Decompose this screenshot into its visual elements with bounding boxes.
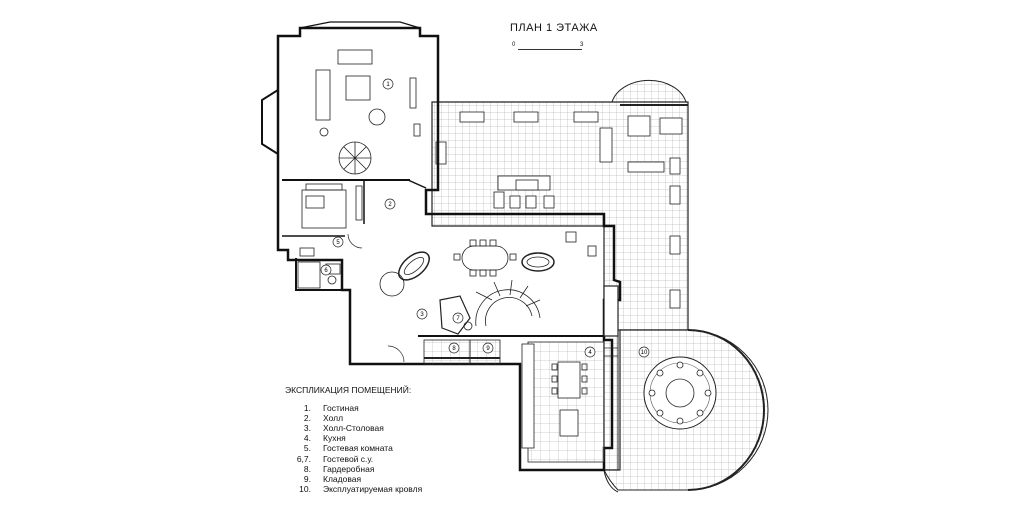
legend-item: 10. Эксплуатируемая кровля [285, 484, 422, 494]
legend-item: 4. Кухня [285, 433, 422, 443]
legend-item-number: 2. [303, 413, 311, 424]
legend-item-name: Гостевой с.у. [323, 453, 374, 464]
legend-item: 5. Гостевая комната [285, 443, 422, 453]
building [261, 21, 622, 472]
scale-line [518, 49, 582, 50]
legend-item-number: 4. [303, 433, 311, 444]
legend-item-number: 6,7. [296, 453, 311, 464]
terrace [431, 79, 769, 493]
room-marker-2-label: 2 [388, 202, 392, 208]
room-marker-1-label: 1 [386, 82, 390, 88]
legend-item-name: Кухня [323, 433, 346, 444]
legend-item-name: Кладовая [323, 473, 362, 484]
scale-end-label: 3 [580, 42, 584, 48]
room-marker-10-label: 10 [641, 350, 648, 356]
legend-item-number: 3. [303, 423, 311, 434]
room-marker-9: 9 [482, 342, 494, 354]
legend-item: 2. Холл [285, 413, 422, 423]
room-marker-7: 7 [452, 312, 464, 324]
legend-item-name: Гардеробная [323, 463, 375, 474]
room-marker-4: 4 [584, 346, 596, 358]
legend-item-name: Гостевая комната [323, 443, 393, 454]
room-marker-3: 3 [416, 308, 428, 320]
legend-item: 1. Гостиная [285, 403, 422, 413]
room-legend: ЭКСПЛИКАЦИЯ ПОМЕЩЕНИЙ: 1. Гостиная 2. Холл… [285, 385, 422, 494]
room-marker-1: 1 [382, 78, 394, 90]
room-marker-6-label: 6 [324, 268, 328, 274]
legend-item: 6,7. Гостевой с.у. [285, 454, 422, 464]
legend-item-number: 1. [303, 403, 311, 414]
legend-item: 3. Холл-Столовая [285, 423, 422, 433]
legend-title: ЭКСПЛИКАЦИЯ ПОМЕЩЕНИЙ: [285, 385, 412, 395]
room-marker-7-label: 7 [456, 316, 460, 322]
room-marker-2: 2 [384, 198, 396, 210]
legend-item-number: 8. [303, 463, 311, 474]
legend-item-number: 5. [303, 443, 311, 454]
room-marker-3-label: 3 [420, 312, 424, 318]
legend-item-name: Эксплуатируемая кровля [323, 483, 423, 494]
room-marker-5: 5 [332, 236, 344, 248]
legend-item-number: 9. [303, 473, 311, 484]
legend-item-number: 10. [299, 483, 311, 494]
scale-start-label: 0 [512, 42, 516, 48]
room-marker-9-label: 9 [486, 346, 490, 352]
legend-item: 9. Кладовая [285, 474, 422, 484]
scale-bar: 0 3 [508, 42, 588, 54]
room-marker-8: 8 [448, 342, 460, 354]
room-marker-10: 10 [638, 346, 650, 358]
legend-item-name: Холл-Столовая [323, 423, 384, 434]
legend-item: 8. Гардеробная [285, 464, 422, 474]
room-marker-8-label: 8 [452, 346, 456, 352]
room-marker-6: 6 [320, 264, 332, 276]
room-marker-4-label: 4 [588, 350, 592, 356]
plan-title: ПЛАН 1 ЭТАЖА [510, 22, 598, 34]
room-markers: 1 2 3 4 5 6 7 8 9 10 [320, 78, 650, 358]
interior [297, 49, 619, 463]
legend-item-name: Холл [323, 413, 344, 424]
room-marker-5-label: 5 [336, 240, 340, 246]
legend-item-name: Гостиная [323, 403, 359, 414]
